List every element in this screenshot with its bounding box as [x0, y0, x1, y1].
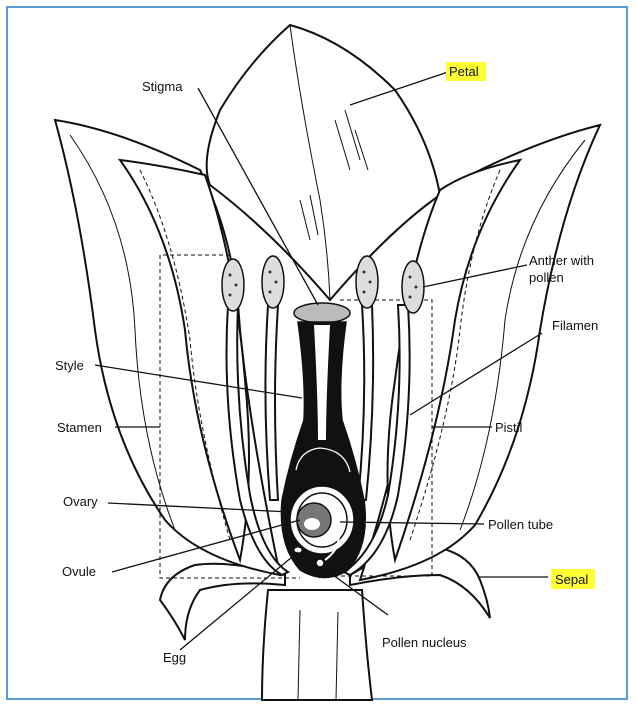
anther-3: [356, 256, 378, 308]
label-anther-line1: Anther with: [529, 253, 594, 268]
label-style: Style: [55, 358, 84, 373]
filament-3: [358, 305, 373, 500]
petal-center: [207, 25, 440, 300]
label-ovule: Ovule: [62, 564, 96, 579]
label-anther-line2: pollen: [529, 270, 564, 285]
label-egg: Egg: [163, 650, 186, 665]
anther-1: [222, 259, 244, 311]
label-petal: Petal: [449, 64, 479, 79]
anther-2: [262, 256, 284, 308]
label-pollen-nucleus: Pollen nucleus: [382, 635, 467, 650]
label-stamen: Stamen: [57, 420, 102, 435]
pollen-nucleus-dot: [316, 559, 324, 567]
stigma: [294, 303, 350, 323]
label-ovary: Ovary: [63, 494, 98, 509]
label-pistil: Pistil: [495, 420, 523, 435]
label-stigma: Stigma: [142, 79, 183, 94]
anther-4: [402, 261, 424, 313]
label-filament: Filamen: [552, 318, 598, 333]
label-pollen-tube: Pollen tube: [488, 517, 553, 532]
label-sepal: Sepal: [555, 572, 588, 587]
filament-2: [265, 305, 278, 500]
stem: [262, 590, 372, 700]
